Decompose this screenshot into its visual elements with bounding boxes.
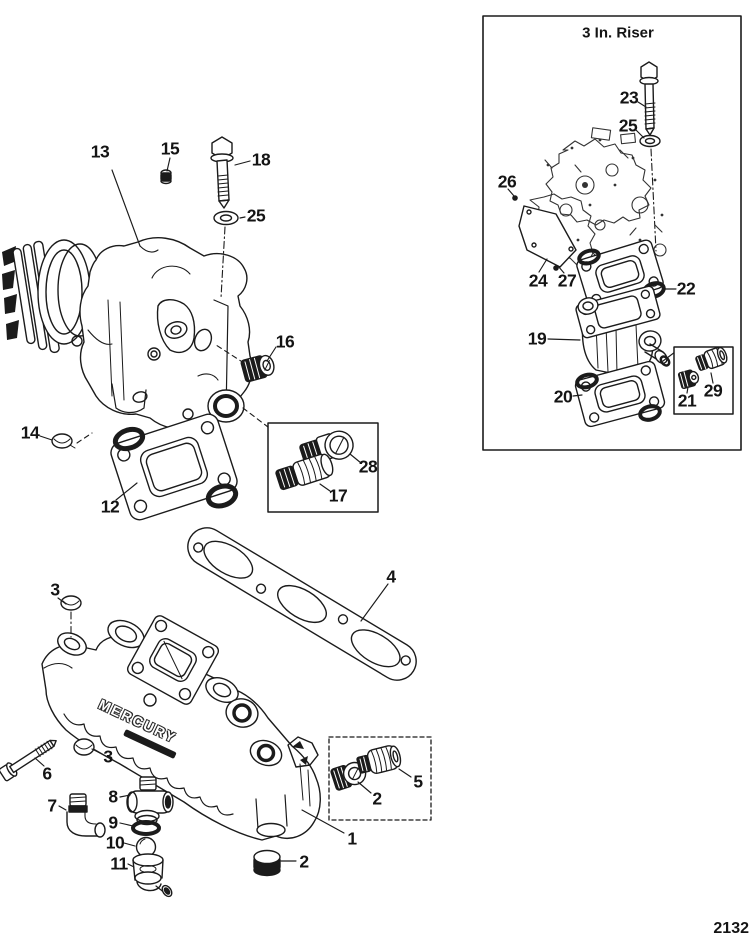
callout-18: 18 (251, 149, 271, 170)
riser-19 (575, 285, 676, 377)
callout-24: 24 (528, 270, 548, 291)
fitting-29 (695, 346, 728, 371)
callout-10: 10 (105, 832, 125, 853)
fitting-17 (275, 453, 334, 491)
callout-3-top: 3 (50, 579, 60, 600)
callout-19: 19 (527, 328, 547, 349)
bellows-coupler (2, 239, 103, 354)
callout-29: 29 (703, 380, 723, 401)
fitting-28 (299, 430, 354, 465)
callout-13: 13 (90, 141, 110, 162)
plug-15 (160, 169, 172, 185)
washer-25-left (213, 210, 239, 226)
callout-1: 1 (347, 828, 357, 849)
callout-25-left: 25 (246, 205, 266, 226)
fitting-5 (356, 745, 402, 775)
callout-4: 4 (386, 566, 396, 587)
gasket-plate-24 (518, 205, 577, 268)
gasket-12 (110, 413, 239, 521)
o-ring-9 (131, 820, 161, 836)
callout-14: 14 (20, 422, 40, 443)
callout-17: 17 (328, 485, 348, 506)
plug-21 (677, 369, 700, 390)
callout-16: 16 (275, 331, 295, 352)
drain-fitting-11 (132, 853, 173, 898)
bolt-6 (0, 739, 57, 782)
fitting-box-17-28 (267, 422, 379, 513)
tee-fitting-8 (126, 776, 174, 826)
elbow-assembly (2, 136, 379, 521)
callout-23: 23 (619, 87, 639, 108)
callout-3-bottom: 3 (103, 746, 113, 767)
leader-lines (34, 101, 714, 868)
callout-12: 12 (100, 496, 120, 517)
elbow-fitting-7 (66, 793, 106, 838)
bolt-23-axis (650, 148, 657, 252)
callout-25-riser: 25 (618, 115, 638, 136)
dashed-leader-lines (76, 344, 269, 444)
riser-inset-title: 3 In. Riser (582, 24, 654, 42)
bolt-23 (639, 61, 659, 136)
elbow-body (71, 237, 253, 430)
callout-28: 28 (358, 456, 378, 477)
callout-9: 9 (108, 812, 118, 833)
exhaust-manifold (41, 615, 321, 841)
callout-5: 5 (413, 771, 423, 792)
plug-3-top (60, 595, 82, 611)
callout-15: 15 (160, 138, 180, 159)
callout-7: 7 (47, 795, 57, 816)
fitting-box-2-5 (328, 736, 432, 821)
callout-27: 27 (557, 270, 577, 291)
callout-11: 11 (110, 853, 128, 874)
plug-14 (51, 433, 76, 449)
callout-26: 26 (497, 171, 517, 192)
callout-22: 22 (676, 278, 696, 299)
plug-2-left (253, 849, 281, 877)
fitting-box-21-29 (673, 346, 734, 415)
plug-3-bottom (73, 738, 95, 756)
bolt-18 (210, 136, 234, 209)
gasket-20 (574, 360, 666, 428)
bolt-18-axis (220, 226, 226, 299)
callout-6: 6 (42, 763, 52, 784)
manifold-gasket-4 (187, 527, 417, 681)
screw-27 (553, 265, 559, 271)
callout-2-left: 2 (299, 851, 309, 872)
plug-16 (240, 354, 275, 383)
screw-26 (512, 195, 518, 201)
washer-25-riser (639, 134, 661, 148)
callout-20: 20 (553, 386, 573, 407)
callout-8: 8 (108, 786, 118, 807)
callout-2-box: 2 (372, 788, 382, 809)
callout-21: 21 (677, 390, 697, 411)
drawing-number: 2132 (713, 920, 749, 937)
